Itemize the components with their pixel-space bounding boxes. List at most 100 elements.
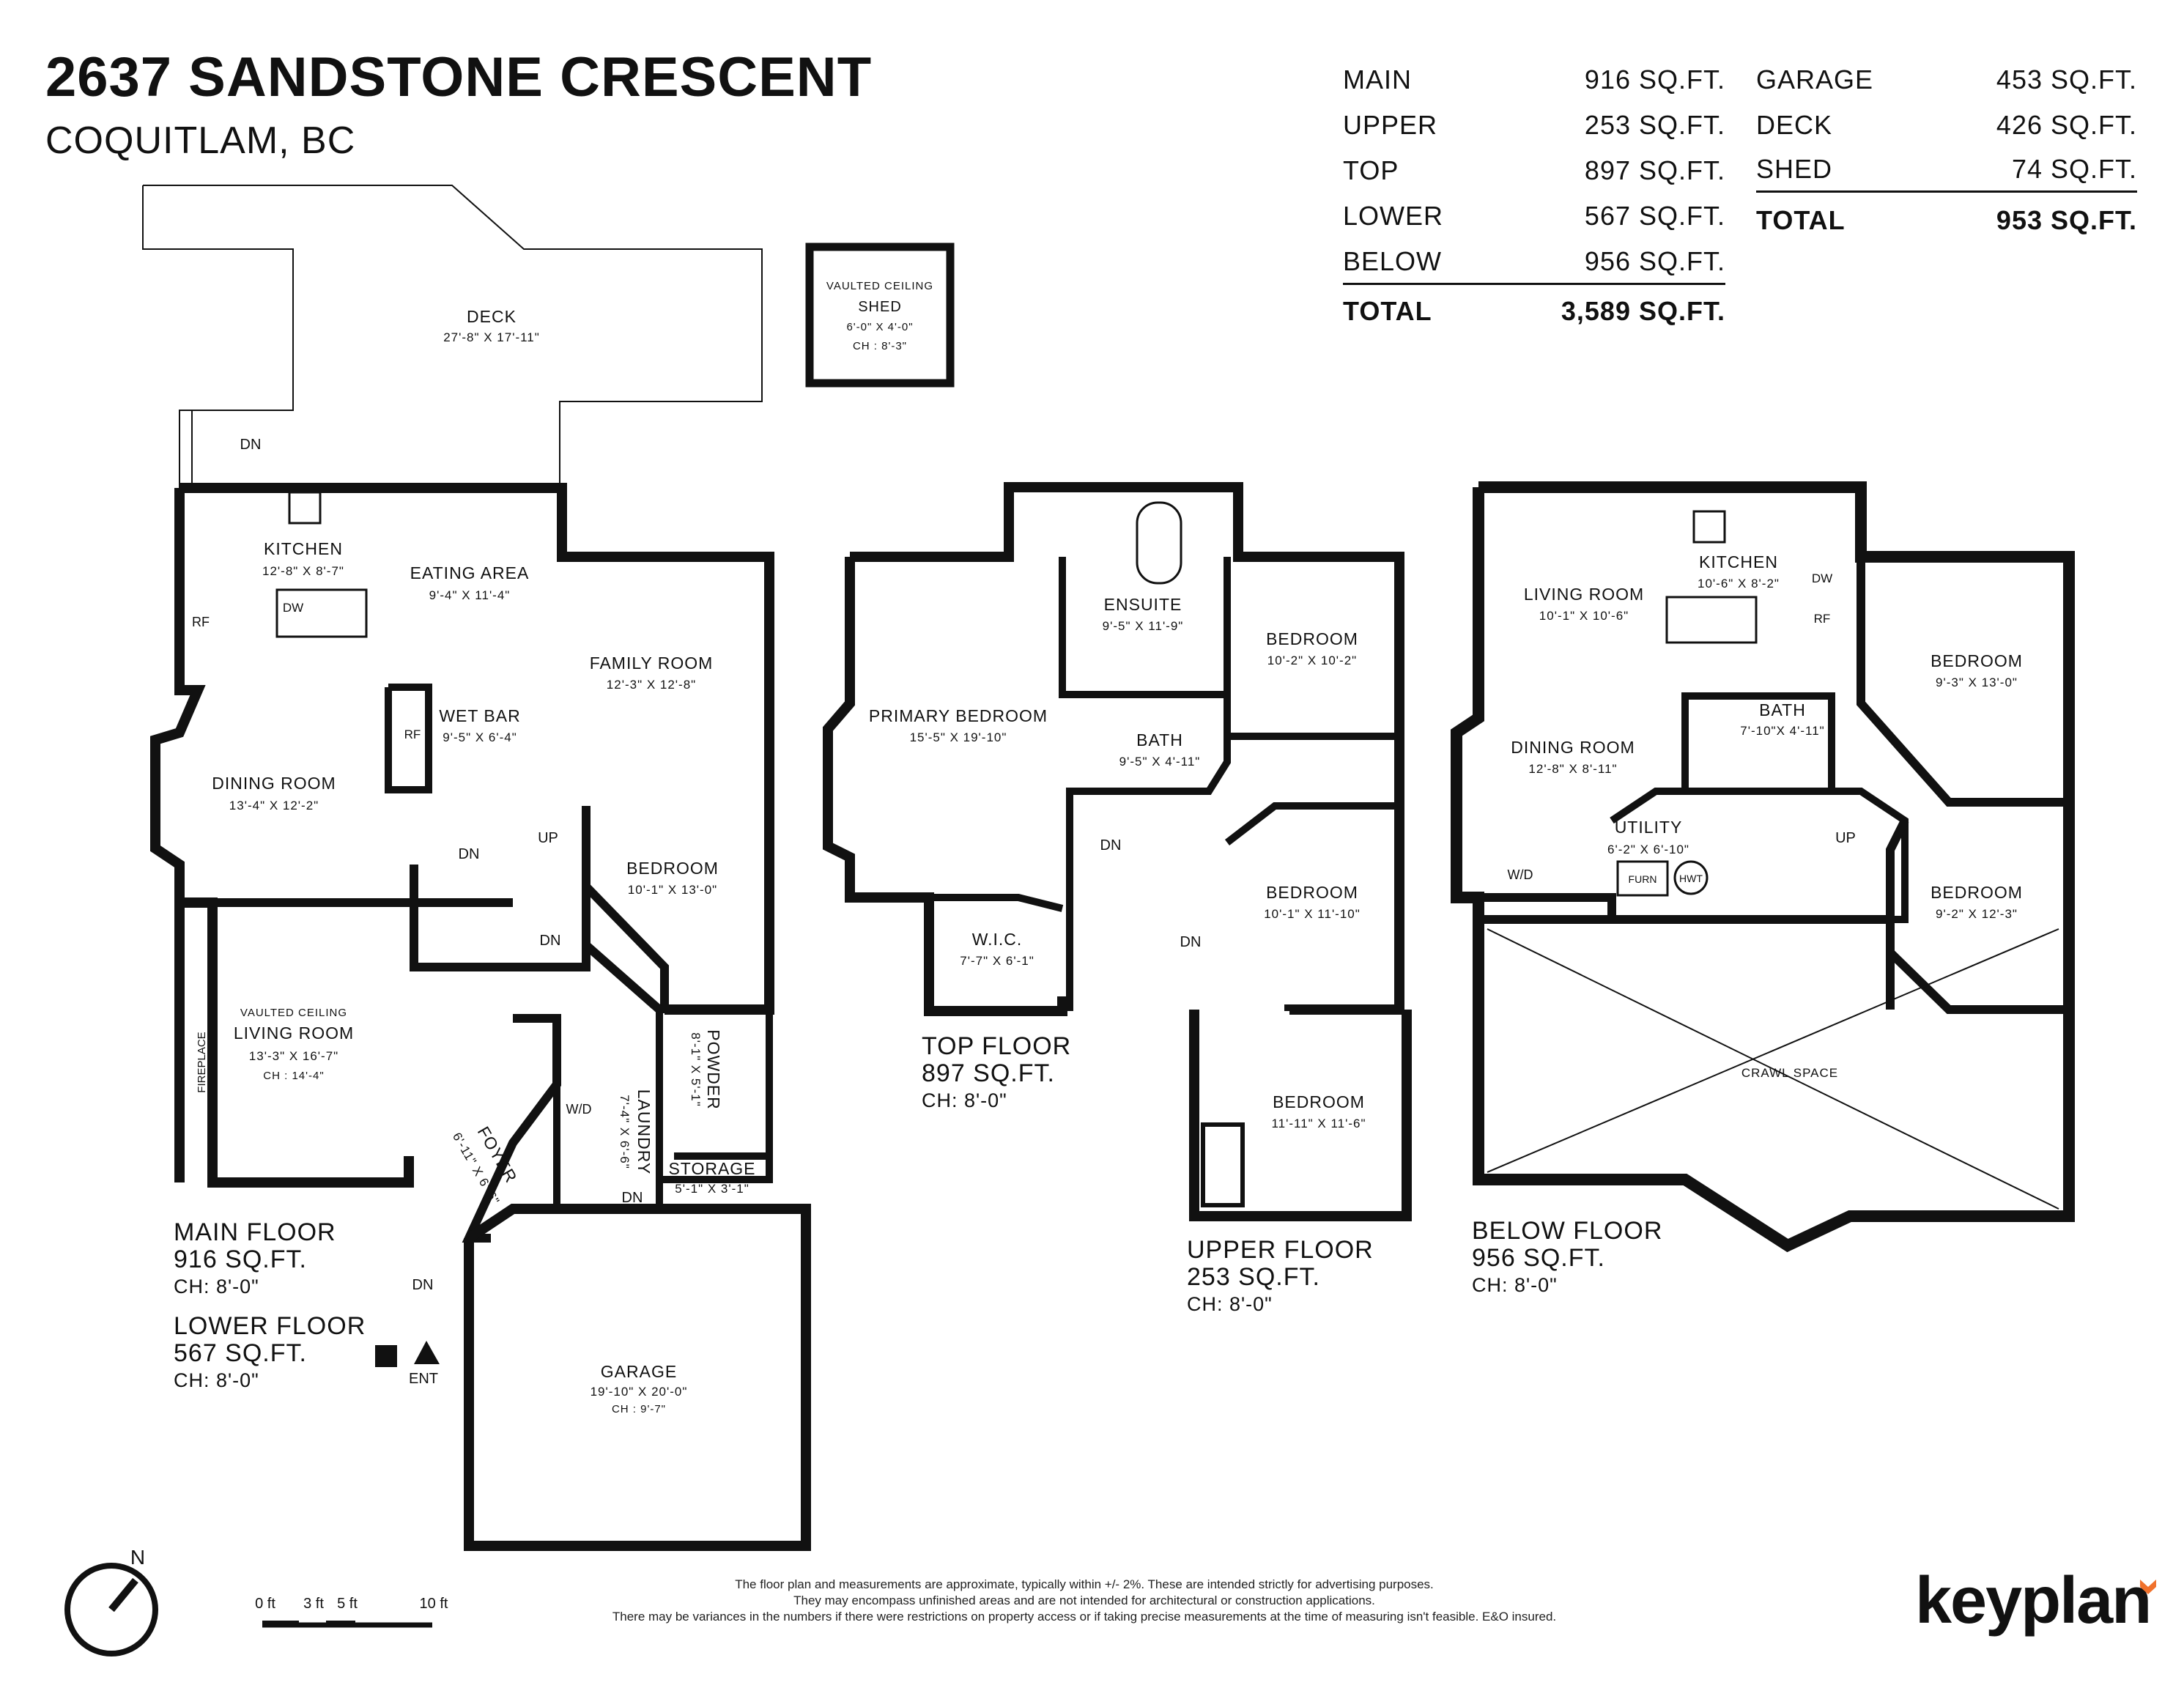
room-bedroom-upper-dims: 11'-11" X 11'-6" bbox=[1271, 1117, 1366, 1130]
room-wetbar-name: WET BAR bbox=[439, 706, 520, 725]
room-bedroom-main-name: BEDROOM bbox=[626, 859, 719, 878]
room-living-dims: 13'-3" X 16'-7" bbox=[249, 1049, 338, 1063]
fixture-furn: FURN bbox=[1629, 873, 1657, 885]
room-bedroom-below1-dims: 9'-3" X 13'-0" bbox=[1936, 675, 2018, 689]
area-label-lower: LOWER bbox=[1343, 201, 1444, 231]
room-family-name: FAMILY ROOM bbox=[590, 654, 714, 673]
room-shed-ch: CH : 8'-3" bbox=[853, 340, 907, 352]
area-value-top: 897 SQ.FT. bbox=[1584, 155, 1725, 185]
upper-floor-label: UPPER FLOOR 253 SQ.FT. CH: 8'-0" bbox=[1187, 1237, 1374, 1318]
stair-dn-top-1: DN bbox=[1100, 837, 1122, 854]
fixture-dw-main: DW bbox=[283, 601, 303, 615]
below-bed-walls bbox=[1857, 557, 2069, 807]
shed-walls bbox=[805, 243, 955, 388]
furnace bbox=[1616, 860, 1669, 897]
area-value-total: 3,589 SQ.FT. bbox=[1561, 296, 1725, 326]
fixture-rf-wetbar: RF bbox=[404, 728, 421, 741]
entrance-arrow bbox=[414, 1341, 440, 1364]
room-bedroom-upper-name: BEDROOM bbox=[1273, 1092, 1365, 1111]
fixture-wd-main: W/D bbox=[566, 1102, 592, 1117]
compass-circle bbox=[64, 1563, 158, 1656]
room-crawl-space-name: CRAWL SPACE bbox=[1741, 1066, 1838, 1080]
stair-dn-deck: DN bbox=[240, 437, 262, 453]
fixture-rf-below: RF bbox=[1814, 612, 1831, 626]
room-kitchen-name: KITCHEN bbox=[264, 539, 343, 558]
top-floor-label: TOP FLOOR 897 SQ.FT. CH: 8'-0" bbox=[922, 1033, 1071, 1114]
area-divider-other bbox=[1756, 190, 2137, 193]
room-bedroom-below2-dims: 9'-2" X 12'-3" bbox=[1936, 907, 2018, 921]
disclaimer: The floor plan and measurements are appr… bbox=[513, 1577, 1656, 1625]
room-utility-dims: 6'-2" X 6'-10" bbox=[1607, 843, 1689, 856]
top-floor-name: TOP FLOOR bbox=[922, 1032, 1072, 1060]
ensuite-tub bbox=[1136, 501, 1182, 585]
room-kitchen-dims: 12'-8" X 8'-7" bbox=[262, 564, 344, 578]
area-label-top: TOP bbox=[1343, 155, 1399, 185]
room-bath-below-dims: 7'-10"X 4'-11" bbox=[1740, 724, 1824, 738]
crawl-diagonal-2 bbox=[1487, 928, 2059, 1173]
room-eating-name: EATING AREA bbox=[410, 563, 530, 582]
area-label-upper: UPPER bbox=[1343, 110, 1438, 140]
area-value-garage: 453 SQ.FT. bbox=[1996, 64, 2137, 95]
disclaimer-line-2: They may encompass unfinished areas and … bbox=[793, 1593, 1375, 1607]
wetbar-counter bbox=[385, 684, 432, 793]
room-living-note: VAULTED CEILING bbox=[240, 1007, 347, 1019]
deck-outline-left bbox=[142, 185, 294, 488]
below-floor-label: BELOW FLOOR 956 SQ.FT. CH: 8'-0" bbox=[1472, 1218, 1662, 1299]
below-island bbox=[1665, 596, 1758, 644]
fixture-hwt: HWT bbox=[1679, 873, 1703, 884]
deck-outline bbox=[143, 185, 763, 489]
room-kitchen-below-dims: 10'-6" X 8'-2" bbox=[1698, 577, 1780, 591]
room-bath-top-name: BATH bbox=[1136, 730, 1183, 749]
scale-seg-1 bbox=[262, 1621, 299, 1626]
room-powder-dims: 8'-1" X 5'-1" bbox=[689, 1032, 703, 1107]
upper-floor-area: 253 SQ.FT. bbox=[1187, 1263, 1320, 1291]
area-label-below: BELOW bbox=[1343, 246, 1443, 276]
stair-dn-top-2: DN bbox=[1180, 934, 1202, 950]
area-value-below: 956 SQ.FT. bbox=[1584, 246, 1725, 276]
room-storage-name: STORAGE bbox=[668, 1159, 755, 1178]
scale-label-5: 5 ft bbox=[337, 1596, 358, 1612]
lower-floor-area: 567 SQ.FT. bbox=[174, 1339, 307, 1367]
scale-label-10: 10 ft bbox=[420, 1596, 448, 1612]
stair-up-main: UP bbox=[538, 830, 558, 846]
lower-floor-ch: CH: 8'-0" bbox=[174, 1369, 259, 1391]
room-powder-name: POWDER bbox=[704, 1029, 723, 1110]
stair-dn-entry: DN bbox=[412, 1277, 434, 1293]
room-living-below-dims: 10'-1" X 10'-6" bbox=[1539, 609, 1629, 623]
water-heater bbox=[1673, 860, 1709, 895]
closet-upper bbox=[1201, 1122, 1245, 1207]
room-bedroom-below1-name: BEDROOM bbox=[1931, 651, 2023, 670]
compass-needle bbox=[108, 1577, 138, 1613]
area-label-total: TOTAL bbox=[1343, 296, 1432, 326]
keyplan-logo-icon bbox=[2140, 1580, 2156, 1594]
room-shed-name: SHED bbox=[858, 299, 902, 315]
main-floor-name: MAIN FLOOR bbox=[174, 1218, 336, 1246]
room-wetbar-dims: 9'-5" X 6'-4" bbox=[443, 730, 517, 744]
stair-dn-laundry: DN bbox=[622, 1190, 643, 1206]
room-bath-top-dims: 9'-5" X 4'-11" bbox=[1119, 755, 1201, 769]
room-dining-dims: 13'-4" X 12'-2" bbox=[229, 799, 319, 812]
below-floor-area: 956 SQ.FT. bbox=[1472, 1244, 1605, 1272]
garage-walls bbox=[464, 1204, 811, 1551]
scale-label-0: 0 ft bbox=[255, 1596, 275, 1612]
below-floor-walls bbox=[1451, 481, 2075, 1253]
bed-top-walls bbox=[1224, 557, 1399, 740]
room-laundry-dims: 7'-4" X 6'-6" bbox=[618, 1095, 632, 1169]
room-wic-dims: 7'-7" X 6'-1" bbox=[960, 954, 1034, 968]
keyplan-logo-text: keyplan bbox=[1915, 1564, 2152, 1637]
room-eating-dims: 9'-4" X 11'-4" bbox=[429, 588, 511, 602]
room-living-ch: CH : 14'-4" bbox=[263, 1070, 324, 1082]
disclaimer-line-3: There may be variances in the numbers if… bbox=[612, 1610, 1557, 1624]
room-living-below-name: LIVING ROOM bbox=[1524, 585, 1644, 604]
area-value-upper: 253 SQ.FT. bbox=[1584, 110, 1725, 140]
lower-floor-label: LOWER FLOOR 567 SQ.FT. CH: 8'-0" bbox=[174, 1313, 366, 1394]
below-bath-walls bbox=[1681, 692, 1835, 795]
main-floor-label: MAIN FLOOR 916 SQ.FT. CH: 8'-0" bbox=[174, 1219, 336, 1300]
scale-label-3: 3 ft bbox=[303, 1596, 324, 1612]
area-label-garage: GARAGE bbox=[1756, 64, 1874, 95]
upper-floor-name: UPPER FLOOR bbox=[1187, 1236, 1374, 1264]
area-value-main: 916 SQ.FT. bbox=[1584, 64, 1725, 95]
room-living-name: LIVING ROOM bbox=[234, 1023, 354, 1043]
area-value-deck: 426 SQ.FT. bbox=[1996, 110, 2137, 140]
area-value-lower: 567 SQ.FT. bbox=[1584, 201, 1725, 231]
